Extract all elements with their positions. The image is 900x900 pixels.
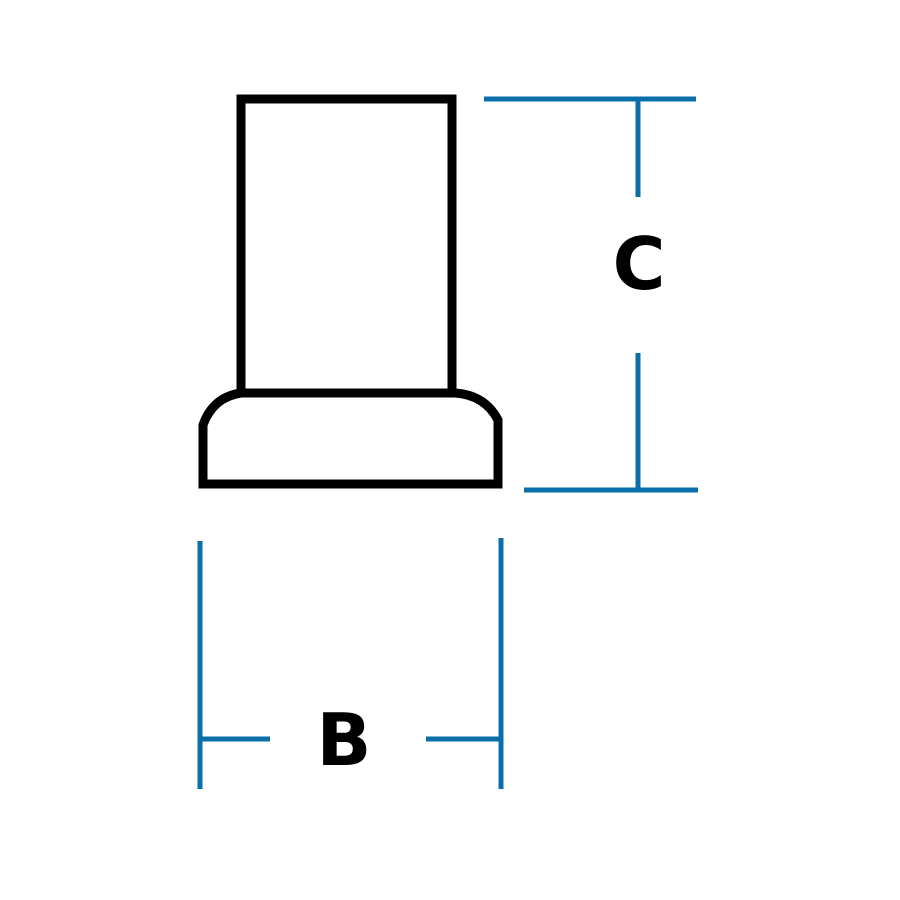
dimension-b-label: B bbox=[317, 698, 372, 782]
dimension-b: B bbox=[197, 538, 504, 789]
dimension-c: C bbox=[484, 96, 698, 493]
dimension-c-label: C bbox=[613, 222, 666, 306]
part-flange-outline bbox=[198, 388, 503, 489]
part-shaft-outline bbox=[236, 94, 457, 398]
